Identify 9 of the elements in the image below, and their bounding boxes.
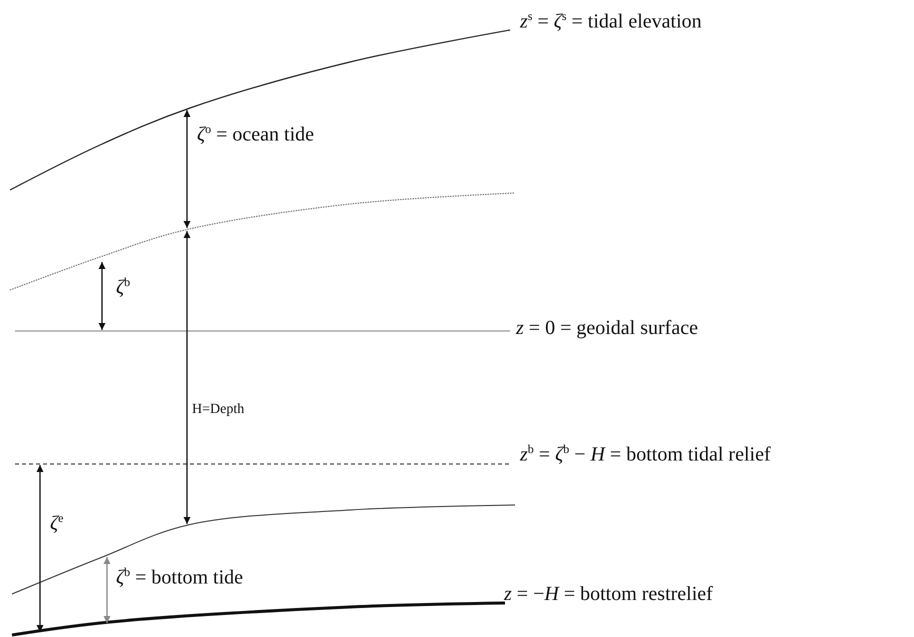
equation-label: ζ$^{e}$ (50, 512, 64, 534)
equation-label: z$^{s}$ = ζ$^{s}$ = tidal elevation (520, 10, 702, 32)
equation-label: ζ$^{o}$ = ocean tide (197, 123, 314, 145)
equation-label: z = 0 = geoidal surface (516, 318, 698, 338)
equation-label: ζ$^{b}$ = bottom tide (116, 566, 244, 588)
equation-label: z$^{b}$ = ζ$^{b}$ − H = bottom tidal relief (520, 443, 771, 465)
equation-label: z = −H = bottom restrelief (504, 584, 713, 604)
equation-label: ζ$^{b}$ (116, 276, 130, 298)
equation-label: H=Depth (192, 403, 244, 417)
